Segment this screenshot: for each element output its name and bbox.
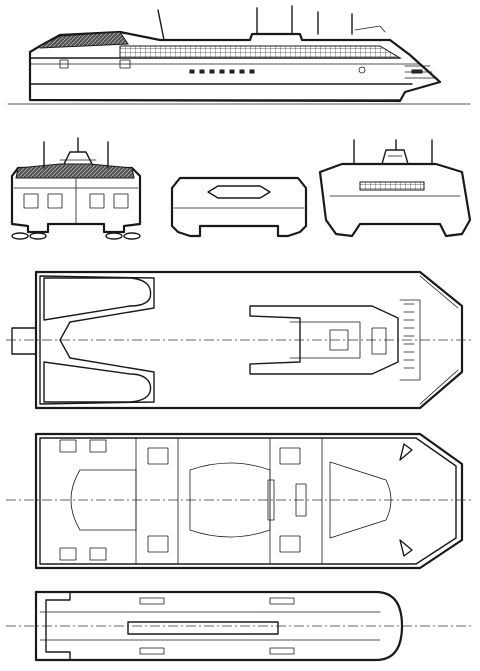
passenger-deck-plan [6, 432, 472, 570]
side-elevation [7, 5, 471, 105]
side-window-row [189, 69, 255, 74]
car-deck-plan [6, 270, 472, 410]
car-deck-rail-ticks [403, 303, 415, 369]
section-view [170, 176, 308, 238]
front-elevation [10, 137, 142, 240]
rear-elevation [318, 139, 472, 238]
upper-deck-plan [6, 590, 472, 662]
